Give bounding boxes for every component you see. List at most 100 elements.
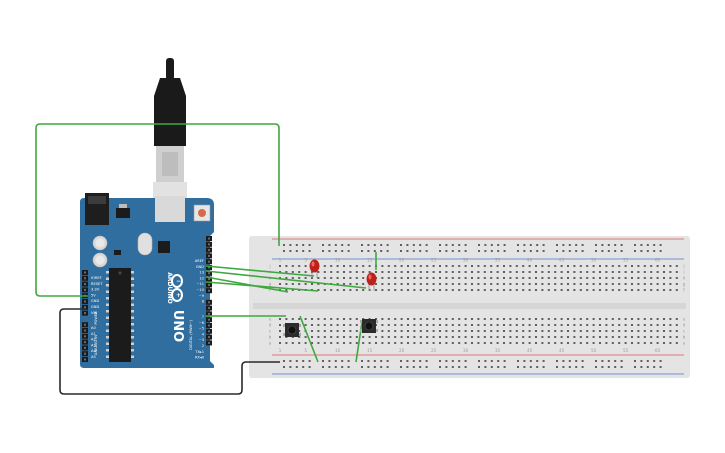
- breadboard-hole[interactable]: [515, 277, 518, 279]
- breadboard-hole[interactable]: [535, 283, 537, 285]
- breadboard-hole[interactable]: [426, 289, 429, 291]
- breadboard-hole[interactable]: [656, 324, 659, 326]
- rail-hole[interactable]: [458, 244, 461, 246]
- breadboard-hole[interactable]: [464, 342, 467, 344]
- breadboard-hole[interactable]: [560, 277, 563, 279]
- breadboard-hole[interactable]: [490, 283, 493, 285]
- breadboard-hole[interactable]: [592, 330, 595, 332]
- breadboard-hole[interactable]: [464, 289, 467, 291]
- breadboard-hole[interactable]: [611, 336, 614, 338]
- breadboard-hole[interactable]: [323, 318, 326, 320]
- breadboard-hole[interactable]: [279, 265, 281, 267]
- breadboard-hole[interactable]: [413, 318, 416, 320]
- breadboard-hole[interactable]: [592, 271, 595, 273]
- breadboard-hole[interactable]: [631, 277, 633, 279]
- rail-hole[interactable]: [386, 250, 389, 252]
- breadboard-hole[interactable]: [317, 342, 320, 344]
- breadboard-hole[interactable]: [483, 271, 486, 273]
- breadboard-hole[interactable]: [330, 342, 333, 344]
- breadboard-hole[interactable]: [669, 330, 672, 332]
- rail-hole[interactable]: [575, 366, 578, 368]
- rail-hole[interactable]: [503, 250, 506, 252]
- breadboard-hole[interactable]: [343, 283, 345, 285]
- breadboard-hole[interactable]: [394, 342, 397, 344]
- breadboard-hole[interactable]: [599, 265, 601, 267]
- breadboard-hole[interactable]: [599, 283, 601, 285]
- rail-hole[interactable]: [458, 360, 461, 362]
- breadboard-hole[interactable]: [400, 289, 403, 291]
- breadboard-hole[interactable]: [464, 324, 467, 326]
- breadboard-hole[interactable]: [643, 342, 646, 344]
- breadboard-hole[interactable]: [522, 330, 525, 332]
- breadboard-hole[interactable]: [279, 318, 281, 320]
- wire-5v-to-rail[interactable]: [35, 123, 280, 297]
- led-1-body[interactable]: [309, 259, 320, 273]
- rail-hole[interactable]: [439, 366, 441, 368]
- rail-hole[interactable]: [640, 250, 643, 252]
- breadboard-hole[interactable]: [445, 336, 448, 338]
- rail-hole[interactable]: [646, 244, 649, 246]
- breadboard-hole[interactable]: [554, 277, 557, 279]
- rail-hole[interactable]: [556, 244, 558, 246]
- breadboard-hole[interactable]: [675, 336, 678, 338]
- breadboard-hole[interactable]: [458, 330, 461, 332]
- breadboard-hole[interactable]: [618, 289, 621, 291]
- breadboard-hole[interactable]: [631, 283, 633, 285]
- rail-hole[interactable]: [406, 250, 409, 252]
- rail-hole[interactable]: [517, 244, 519, 246]
- breadboard-hole[interactable]: [490, 318, 493, 320]
- breadboard-hole[interactable]: [477, 324, 480, 326]
- breadboard-hole[interactable]: [477, 271, 480, 273]
- breadboard-hole[interactable]: [650, 271, 653, 273]
- rail-hole[interactable]: [380, 250, 383, 252]
- breadboard-hole[interactable]: [483, 342, 486, 344]
- breadboard-hole[interactable]: [554, 330, 557, 332]
- breadboard-hole[interactable]: [624, 289, 627, 291]
- breadboard-hole[interactable]: [599, 289, 601, 291]
- breadboard-hole[interactable]: [573, 318, 576, 320]
- rail-hole[interactable]: [568, 366, 571, 368]
- breadboard-hole[interactable]: [605, 330, 608, 332]
- breadboard-hole[interactable]: [451, 271, 454, 273]
- breadboard-hole[interactable]: [298, 330, 301, 332]
- rail-hole[interactable]: [659, 244, 662, 246]
- breadboard-hole[interactable]: [426, 271, 429, 273]
- breadboard-hole[interactable]: [624, 283, 627, 285]
- breadboard-hole[interactable]: [490, 324, 493, 326]
- rail-hole[interactable]: [478, 360, 480, 362]
- breadboard-hole[interactable]: [330, 277, 333, 279]
- rail-hole[interactable]: [484, 360, 487, 362]
- breadboard-hole[interactable]: [643, 289, 646, 291]
- rail-hole[interactable]: [517, 366, 519, 368]
- breadboard-hole[interactable]: [368, 342, 371, 344]
- breadboard-hole[interactable]: [547, 330, 550, 332]
- rail-hole[interactable]: [445, 244, 448, 246]
- breadboard-hole[interactable]: [387, 283, 390, 285]
- rail-hole[interactable]: [347, 250, 350, 252]
- breadboard-hole[interactable]: [624, 318, 627, 320]
- breadboard-hole[interactable]: [675, 330, 678, 332]
- rail-hole[interactable]: [328, 250, 331, 252]
- breadboard-hole[interactable]: [336, 330, 339, 332]
- breadboard-hole[interactable]: [669, 277, 672, 279]
- breadboard-hole[interactable]: [413, 330, 416, 332]
- breadboard-hole[interactable]: [458, 277, 461, 279]
- breadboard-hole[interactable]: [279, 277, 281, 279]
- rail-hole[interactable]: [634, 250, 636, 252]
- rail-hole[interactable]: [308, 244, 311, 246]
- breadboard-hole[interactable]: [279, 336, 281, 338]
- breadboard-hole[interactable]: [343, 289, 345, 291]
- breadboard-hole[interactable]: [387, 336, 390, 338]
- breadboard-hole[interactable]: [285, 318, 288, 320]
- breadboard-hole[interactable]: [547, 277, 550, 279]
- breadboard-hole[interactable]: [426, 318, 429, 320]
- rail-hole[interactable]: [517, 250, 519, 252]
- breadboard-hole[interactable]: [599, 342, 601, 344]
- rail-hole[interactable]: [347, 360, 350, 362]
- breadboard-hole[interactable]: [387, 330, 390, 332]
- breadboard-hole[interactable]: [285, 342, 288, 344]
- breadboard-hole[interactable]: [605, 265, 608, 267]
- breadboard-hole[interactable]: [432, 265, 435, 267]
- rail-hole[interactable]: [289, 244, 292, 246]
- rail-hole[interactable]: [322, 360, 324, 362]
